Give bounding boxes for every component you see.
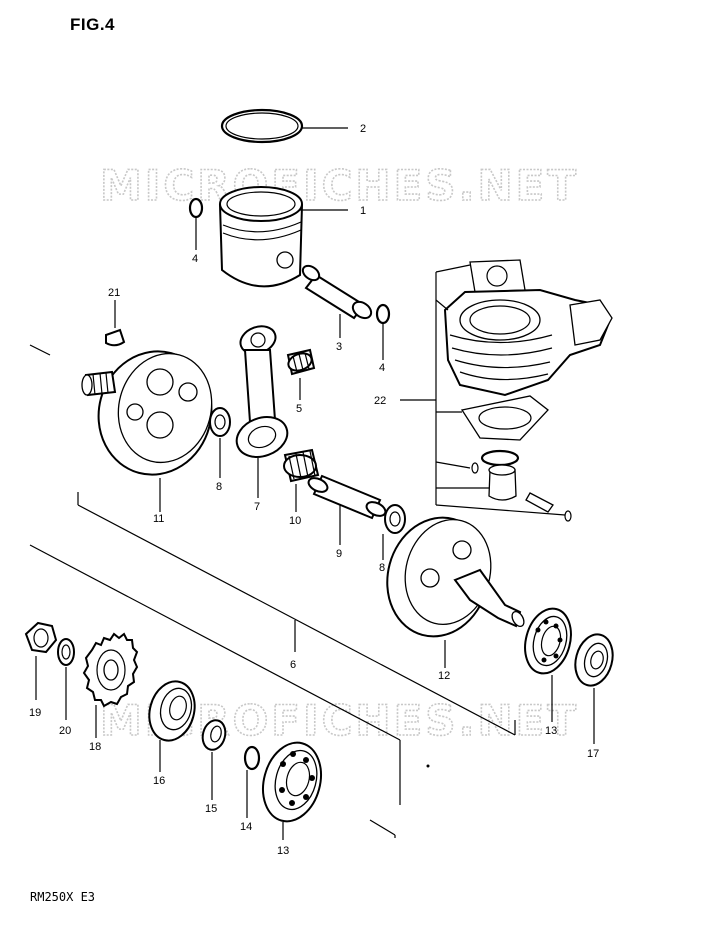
callout-3: 3 [336, 341, 342, 353]
part-lock-washer [57, 638, 75, 720]
part-crankshaft-assembly-bracket [29, 344, 516, 736]
callout-16: 16 [153, 775, 165, 787]
figure-title: FIG.4 [70, 15, 116, 34]
part-nut [24, 621, 58, 700]
part-piston-ring [220, 108, 348, 144]
callout-10: 10 [289, 515, 301, 527]
part-circlip-bottom [243, 745, 261, 818]
callout-12: 12 [438, 670, 450, 682]
callout-15: 15 [205, 803, 217, 815]
callout-4-left: 4 [192, 253, 198, 265]
part-washer-left [209, 407, 231, 478]
part-piston-pin [301, 264, 373, 338]
callout-11: 11 [153, 513, 164, 525]
part-bearing-small-end [286, 348, 316, 400]
part-main-bearing-left [262, 741, 322, 840]
callout-20: 20 [59, 725, 71, 737]
part-oil-seal-right [574, 633, 614, 744]
callout-21: 21 [108, 287, 120, 299]
callout-4-right: 4 [379, 362, 385, 374]
part-crankshaft-left [81, 350, 213, 512]
callout-5: 5 [296, 403, 302, 415]
part-main-bearing-right [524, 607, 572, 722]
part-circlip-left [188, 197, 204, 250]
callout-13-bottom: 13 [277, 845, 289, 857]
model-code: RM250X E3 [30, 890, 96, 904]
part-oil-seal-left [148, 680, 196, 772]
part-crankshaft-gear [82, 632, 139, 738]
part-woodruff-key [105, 300, 126, 347]
watermark-top: MICROFICHES.NET [100, 161, 579, 210]
part-washer-right [382, 504, 406, 560]
part-cylinder-set [400, 259, 613, 522]
part-bearing-big-end [283, 448, 320, 512]
part-circlip-right [375, 303, 391, 360]
callout-9: 9 [336, 548, 342, 560]
callout-18: 18 [89, 741, 101, 753]
callout-7: 7 [254, 501, 260, 513]
callout-22: 22 [374, 395, 386, 407]
part-crankshaft-right [386, 516, 525, 668]
part-crank-pin [307, 474, 387, 545]
callout-2: 2 [360, 123, 366, 135]
callout-13-right: 13 [545, 725, 557, 737]
callout-8-left: 8 [216, 481, 222, 493]
callout-1: 1 [360, 205, 366, 217]
callout-8-right: 8 [379, 562, 385, 574]
part-piston [218, 186, 348, 288]
callout-14: 14 [240, 821, 252, 833]
callout-17: 17 [587, 748, 599, 760]
part-spacer [201, 719, 227, 800]
part-bottom-bracket [29, 544, 401, 838]
callout-19: 19 [29, 707, 41, 719]
callout-6: 6 [290, 659, 296, 671]
part-connecting-rod [235, 325, 289, 498]
